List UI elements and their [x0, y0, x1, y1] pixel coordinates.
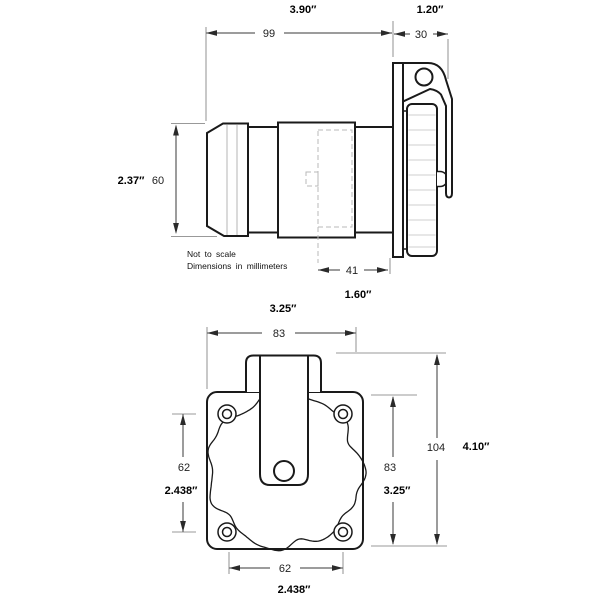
dim-cap-depth-mm: 30 — [415, 29, 427, 41]
body-neck-section — [354, 126, 394, 234]
cover-cap-knob-side — [406, 103, 438, 257]
dim-flange-height-inch: 3.25″ — [384, 485, 411, 497]
dim-hole-spacing-h-inch: 2.438″ — [278, 584, 312, 596]
dim-hole-spacing-h-mm: 62 — [279, 563, 291, 575]
hidden-internal-lines — [305, 129, 353, 263]
dim-hole-spacing-v-inch: 2.438″ — [165, 485, 199, 497]
hinge-pin-hole — [414, 67, 434, 87]
dim-body-dia-mm: 60 — [152, 175, 164, 187]
screw-hole — [217, 404, 237, 424]
hinge-tab-and-lever — [402, 62, 453, 199]
dim-41: 41 — [318, 258, 391, 277]
dim-flange-width-inch: 3.25″ — [270, 303, 297, 315]
dim-rear-depth-inch: 1.60″ — [345, 289, 372, 301]
knob-face-scallop — [207, 389, 367, 552]
dim-30: 30 — [394, 29, 449, 79]
body-main-cylinder — [277, 121, 356, 239]
dim-body-length-mm: 99 — [263, 28, 275, 40]
screw-hole — [333, 404, 353, 424]
dim-62-bottom: 62 2.438″ — [228, 552, 344, 596]
dim-body-length-inch: 3.90″ — [290, 4, 317, 16]
dim-cap-depth-inch: 1.20″ — [417, 4, 444, 16]
dim-rear-depth-mm: 41 — [346, 265, 358, 277]
screw-hole — [333, 522, 353, 542]
knob-ribs — [408, 114, 436, 248]
drawing-note: Not to scale Dimensions in millimeters — [187, 249, 287, 271]
connector-body — [206, 121, 394, 263]
dim-99: 99 — [205, 21, 394, 121]
dim-flange-width-mm: 83 — [273, 328, 285, 340]
body-groove-section — [247, 126, 279, 234]
dim-flange-height-mm: 83 — [384, 462, 396, 474]
dim-hole-spacing-v-mm: 62 — [178, 462, 190, 474]
cover-strip-front — [259, 354, 309, 486]
dim-overall-height-inch: 4.10″ — [463, 441, 490, 453]
mounting-screw-holes — [217, 404, 353, 542]
strip-pin-hole — [273, 460, 295, 482]
dim-60: 2.37″ 60 — [118, 123, 217, 237]
dim-62-vertical: 62 2.438″ — [165, 413, 199, 533]
dim-104-vertical: 104 4.10″ — [371, 354, 490, 547]
note-line-2: Dimensions in millimeters — [187, 261, 287, 271]
front-view-drawing: 3.25″ 83 — [165, 303, 490, 596]
dim-overall-height-mm: 104 — [427, 442, 445, 454]
dim-body-dia-inch: 2.37″ — [118, 175, 145, 187]
side-view-drawing: 3.90″ 1.20″ 99 30 — [118, 4, 453, 301]
note-line-1: Not to scale — [187, 249, 236, 259]
dim-83-vertical: 83 3.25″ — [371, 394, 417, 545]
screw-hole — [217, 522, 237, 542]
flange-plate-side — [392, 62, 404, 258]
dim-83-top: 83 — [206, 327, 446, 389]
